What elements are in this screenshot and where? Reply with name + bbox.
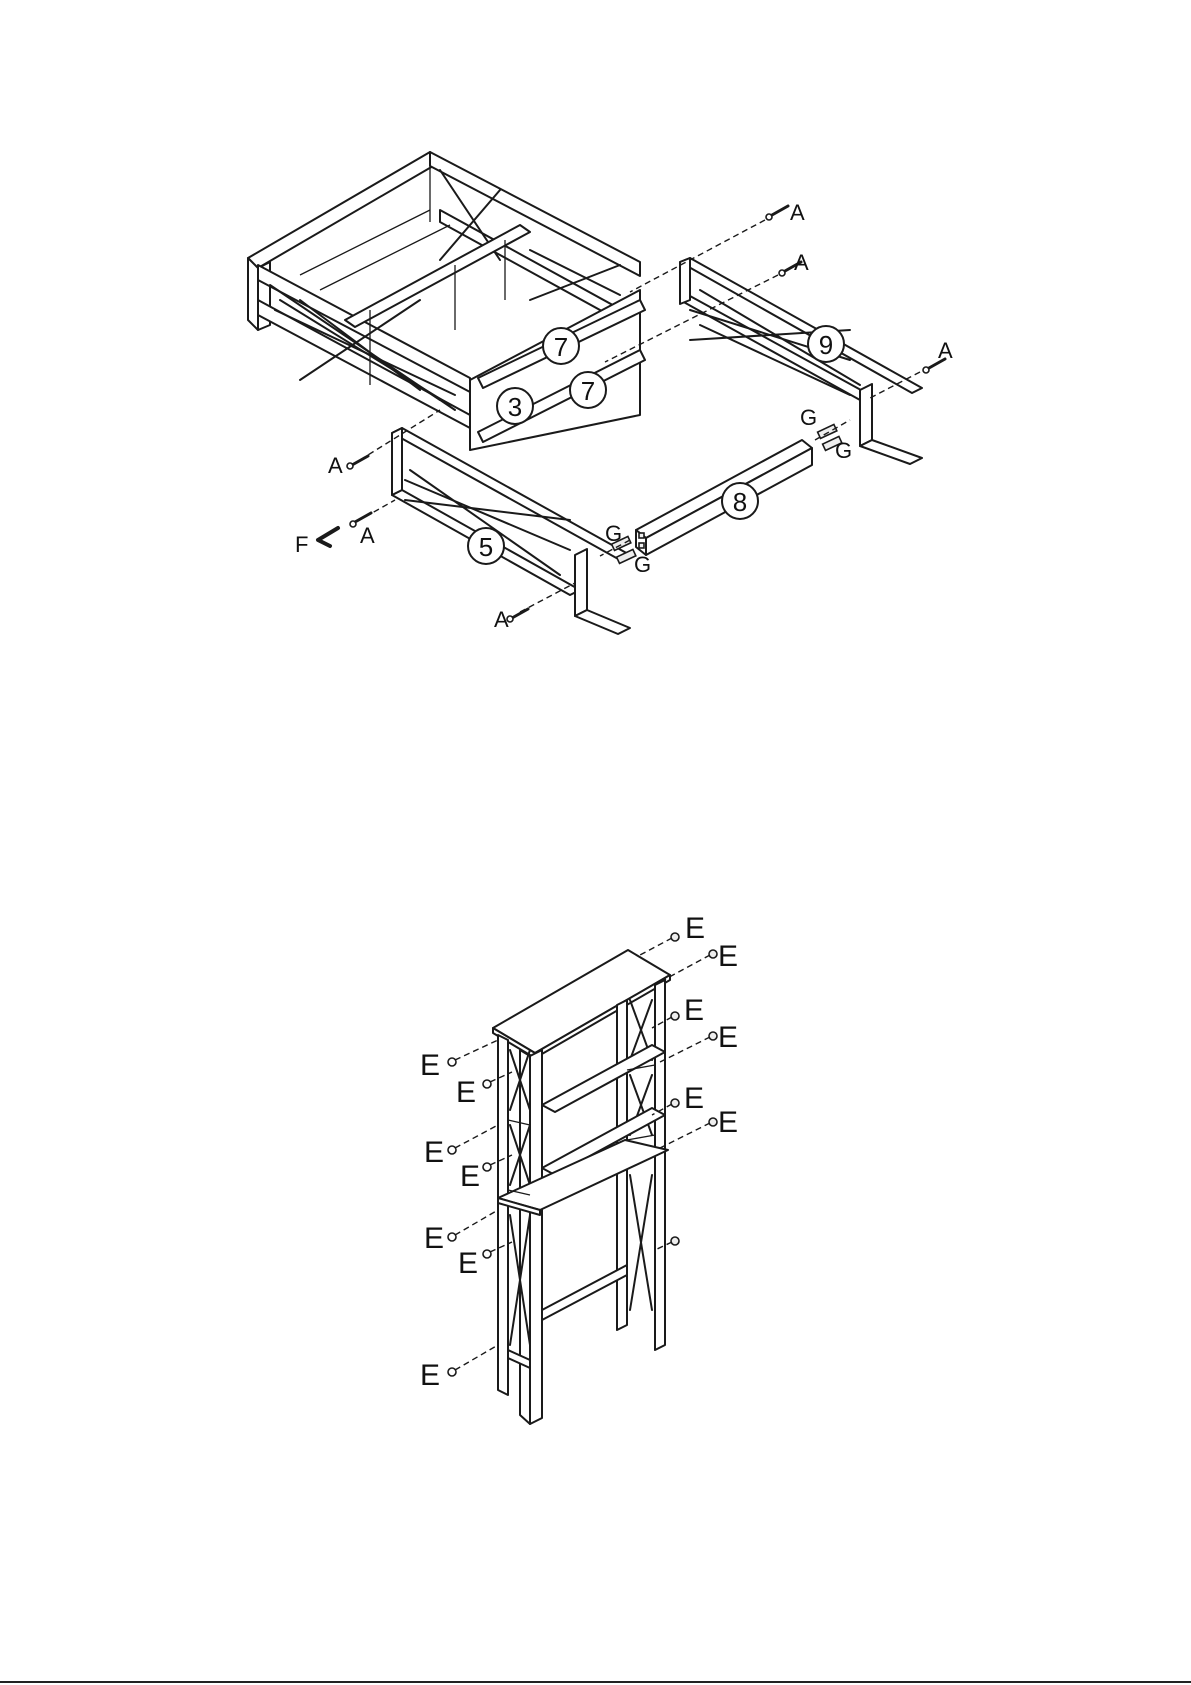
svg-text:9: 9 [819,330,833,360]
label-e-10: E [684,994,704,1027]
label-e-5: E [424,1222,444,1255]
side-frame-5 [392,428,630,634]
svg-text:3: 3 [508,392,522,422]
label-e-13: E [718,1106,738,1139]
part-callout-8: 8 [722,483,758,519]
label-e-6: E [458,1247,478,1280]
label-a-1: A [790,200,805,225]
part-callout-3: 3 [497,388,533,424]
part-callout-9: 9 [808,326,844,362]
label-e-4: E [460,1160,480,1193]
svg-text:7: 7 [581,376,595,406]
svg-text:7: 7 [554,332,568,362]
label-a-3: A [938,338,953,363]
label-a-6: A [494,607,509,632]
part-callout-7a: 7 [543,328,579,364]
label-g-3: G [605,521,622,546]
upper-assembly-step: 7 7 3 9 5 8 A [248,152,953,634]
label-e-11: E [718,1021,738,1054]
label-e-9: E [718,940,738,973]
label-a-4: A [328,453,343,478]
label-e-1: E [420,1049,440,1082]
svg-text:8: 8 [733,487,747,517]
label-f: F [295,532,308,557]
label-g-4: G [634,552,651,577]
svg-text:5: 5 [479,532,493,562]
part-callout-5: 5 [468,528,504,564]
part-callout-7b: 7 [570,372,606,408]
label-e-3: E [424,1136,444,1169]
label-e-7: E [420,1359,440,1392]
lower-assembly-step: E E E E E E E E E E E E E [420,912,738,1424]
label-a-2: A [794,250,809,275]
label-g-1: G [800,405,817,430]
side-frame-9 [680,258,922,464]
label-g-2: G [835,438,852,463]
label-e-8: E [685,912,705,945]
page-bottom-rule [0,1681,1191,1683]
label-e-12: E [684,1082,704,1115]
allen-key-f [318,528,338,546]
label-a-5: A [360,523,375,548]
upright-shelf-unit [493,950,670,1424]
label-e-2: E [456,1076,476,1109]
